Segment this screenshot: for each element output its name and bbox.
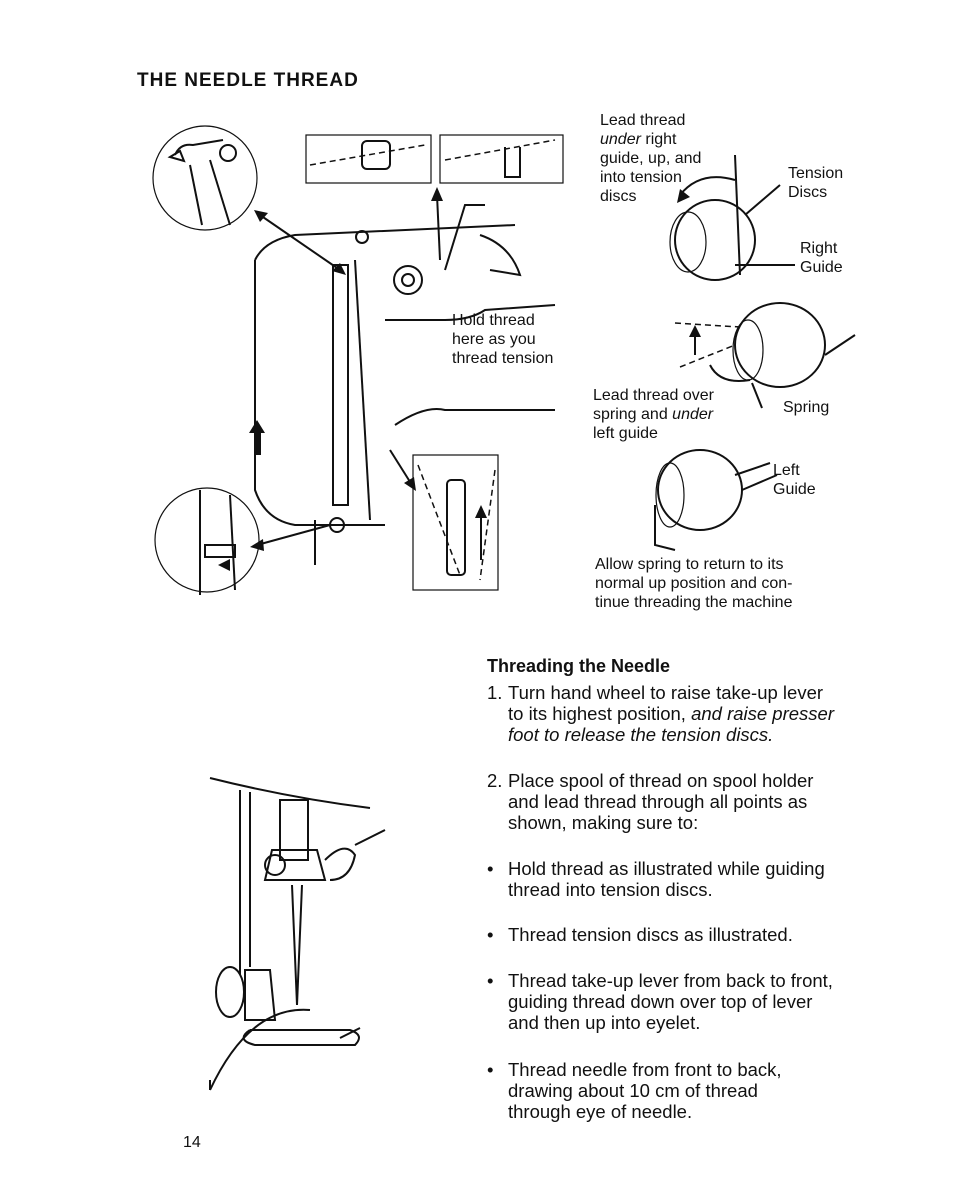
tension-discs-illustrations bbox=[654, 154, 856, 551]
right-guide-label: Right Guide bbox=[800, 239, 843, 277]
caption-line: left guide bbox=[593, 425, 658, 442]
label-line: Tension bbox=[788, 165, 844, 182]
bullet-dot: • bbox=[487, 924, 494, 945]
bullet-line: and then up into eyelet. bbox=[508, 1012, 701, 1033]
step-italic: foot to release the tension discs. bbox=[508, 724, 774, 745]
step-2: 2. Place spool of thread on spool holder… bbox=[487, 770, 877, 833]
bullet-dot: • bbox=[487, 858, 494, 879]
label-line: Discs bbox=[788, 184, 828, 201]
bullet-item: • Thread take-up lever from back to fron… bbox=[487, 970, 877, 1033]
bullet-line: through eye of needle. bbox=[508, 1101, 693, 1122]
spring-label: Spring bbox=[783, 399, 830, 416]
label-line: Right bbox=[800, 240, 838, 257]
bullet-item: • Thread tension discs as illustrated. bbox=[487, 924, 877, 945]
step-text: Place spool of thread on spool holder an… bbox=[508, 770, 877, 833]
caption-line: thread tension bbox=[452, 350, 554, 367]
bullet-line: Thread needle from front to back, bbox=[508, 1059, 782, 1080]
section-heading: Threading the Needle bbox=[487, 656, 671, 676]
caption-italic: under bbox=[600, 131, 641, 148]
label-line: Guide bbox=[800, 259, 843, 276]
caption-line: tinue threading the machine bbox=[595, 594, 793, 611]
left-guide-label: Left Guide bbox=[773, 461, 816, 499]
bullet-line: Thread tension discs as illustrated. bbox=[508, 924, 793, 945]
machine-threading-illustration bbox=[152, 125, 564, 595]
bullet-dot: • bbox=[487, 970, 494, 991]
hold-thread-caption: Hold thread here as you thread tension bbox=[452, 311, 553, 368]
step-1: 1. Turn hand wheel to raise take-up leve… bbox=[487, 682, 877, 745]
step-line-text: to its highest position, bbox=[508, 703, 692, 724]
step-number: 1. bbox=[487, 682, 503, 703]
caption-line: Lead thread over bbox=[593, 387, 714, 404]
label-line: Guide bbox=[773, 481, 816, 498]
bullet-line: thread into tension discs. bbox=[508, 879, 713, 900]
caption-line: Hold thread bbox=[452, 312, 535, 329]
page-title: THE NEEDLE THREAD bbox=[137, 70, 359, 91]
step-text: Turn hand wheel to raise take-up lever t… bbox=[508, 682, 877, 745]
caption-text: right bbox=[640, 131, 677, 148]
step-line: shown, making sure to: bbox=[508, 812, 699, 833]
bullet-item: • Thread needle from front to back, draw… bbox=[487, 1059, 877, 1122]
page-number: 14 bbox=[183, 1134, 201, 1151]
step-line: to its highest position, and raise press… bbox=[508, 703, 877, 724]
step-line: and lead thread through all points as bbox=[508, 791, 808, 812]
bullet-line: drawing about 10 cm of thread bbox=[508, 1080, 758, 1101]
bullet-dot: • bbox=[487, 1059, 494, 1080]
bullet-line: Thread take-up lever from back to front, bbox=[508, 970, 833, 991]
caption-line: discs bbox=[600, 188, 637, 205]
caption-line: spring and under bbox=[593, 405, 714, 424]
caption-line: Lead thread bbox=[600, 112, 686, 129]
allow-spring-caption: Allow spring to return to its normal up … bbox=[595, 555, 792, 612]
lead-thread-under-right-guide-caption: Lead thread under right guide, up, and i… bbox=[600, 111, 701, 206]
label-line: Left bbox=[773, 462, 800, 479]
caption-italic: under bbox=[672, 406, 714, 423]
caption-line: guide, up, and bbox=[600, 150, 702, 167]
step-line: Place spool of thread on spool holder bbox=[508, 770, 814, 791]
step-line: foot to release the tension discs. bbox=[508, 724, 877, 745]
bullet-item: • Hold thread as illustrated while guidi… bbox=[487, 858, 877, 900]
step-line: Turn hand wheel to raise take-up lever bbox=[508, 682, 824, 703]
caption-line: here as you bbox=[452, 331, 536, 348]
caption-line: normal up position and con- bbox=[595, 575, 793, 592]
caption-line: Allow spring to return to its bbox=[595, 556, 784, 573]
bullet-line: guiding thread down over top of lever bbox=[508, 991, 813, 1012]
step-number: 2. bbox=[487, 770, 503, 791]
caption-text: spring and bbox=[593, 406, 673, 423]
step-italic: and raise presser bbox=[691, 703, 834, 724]
caption-line: under right bbox=[600, 130, 701, 149]
caption-line: into tension bbox=[600, 169, 682, 186]
needle-presser-foot-illustration bbox=[209, 777, 386, 1091]
lead-thread-over-spring-caption: Lead thread over spring and under left g… bbox=[593, 386, 714, 443]
tension-discs-label: Tension Discs bbox=[788, 164, 843, 202]
bullet-line: Hold thread as illustrated while guiding bbox=[508, 858, 825, 879]
